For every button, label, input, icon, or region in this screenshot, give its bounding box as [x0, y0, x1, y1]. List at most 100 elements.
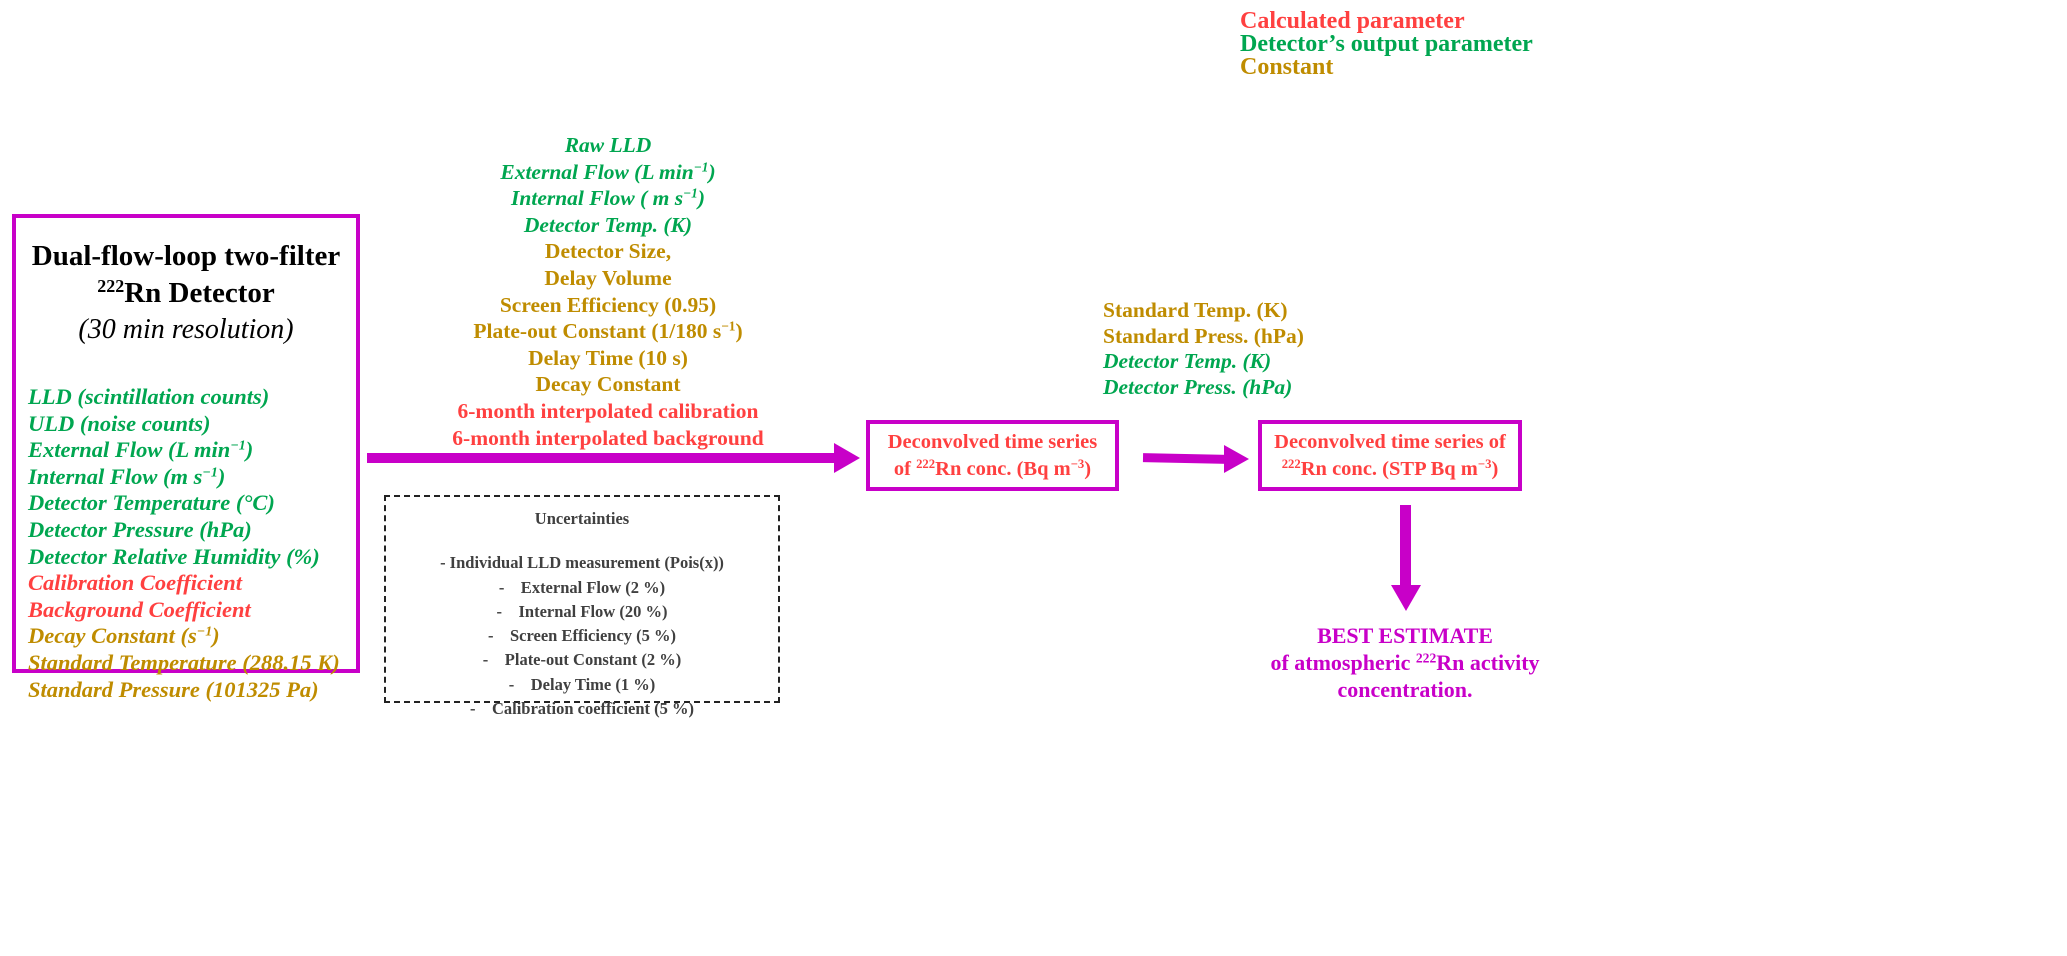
item-text: Decay Constant (s: [28, 623, 197, 649]
list-item: Detector Temp. (K): [420, 212, 796, 239]
unit-sup: −1: [230, 438, 246, 454]
arrow-to-stp: [1142, 453, 1228, 464]
list-item: Delay Volume: [420, 265, 796, 292]
item-text: Background Coefficient: [28, 596, 251, 622]
list-item: Standard Temperature (288.15 K): [28, 650, 356, 677]
list-item: Internal Flow ( m s−1): [420, 185, 796, 212]
isotope-sup: 222: [1281, 457, 1301, 472]
text: ): [1084, 458, 1092, 480]
list-item: Detector Pressure (hPa): [28, 517, 356, 544]
item-text: Calibration Coefficient: [28, 570, 242, 596]
best-estimate-line1: BEST ESTIMATE: [1317, 623, 1493, 648]
item-text: ): [212, 623, 220, 649]
item-text: Standard Temperature (288.15 K): [28, 649, 340, 675]
text: of atmospheric: [1270, 650, 1416, 675]
arrowhead-icon: [834, 443, 860, 473]
detector-parameter-list: LLD (scintillation counts)ULD (noise cou…: [16, 384, 356, 703]
list-item: 6-month interpolated calibration: [420, 398, 796, 425]
item-text: ): [697, 186, 705, 211]
detector-title-line2: 222Rn Detector: [16, 275, 356, 312]
list-item: Standard Press. (hPa): [1103, 324, 1304, 350]
uncertainty-item: - Plate-out Constant (2 %): [482, 650, 682, 670]
item-text: ): [708, 159, 716, 184]
uncertainties-list: - Individual LLD measurement (Pois(x))- …: [386, 551, 778, 721]
unit-sup: −3: [1477, 457, 1492, 472]
item-text: Plate-out Constant (1/180 s: [473, 319, 722, 344]
list-item: Detector Temp. (K): [1103, 349, 1304, 375]
list-item: Calibration Coefficient: [28, 570, 356, 597]
item-text: Detector Pressure (hPa): [28, 516, 252, 542]
list-item: Standard Temp. (K): [1103, 298, 1304, 324]
item-text: Detector Size,: [544, 239, 672, 264]
text: ): [1491, 458, 1499, 480]
list-item: Raw LLD: [420, 132, 796, 159]
text: Rn conc. (Bq m: [935, 458, 1071, 480]
text: of: [893, 458, 917, 480]
list-item: External Flow (L min−1): [28, 437, 356, 464]
legend-calculated: Calculated parameter: [1240, 8, 1465, 34]
item-text: Standard Pressure (101325 Pa): [28, 676, 319, 702]
item-text: Delay Time (10 s): [528, 345, 688, 370]
item-text: Detector Temp. (K): [1103, 349, 1272, 373]
list-item: Delay Time (10 s): [420, 345, 796, 372]
uncertainty-item: - Delay Time (1 %): [508, 674, 656, 694]
stp-box: Deconvolved time series of 222Rn conc. (…: [1258, 420, 1522, 491]
item-text: ULD (noise counts): [28, 410, 211, 436]
unit-sup: −1: [683, 185, 698, 201]
item-text: Raw LLD: [564, 133, 652, 157]
item-text: Detector Relative Humidity (%): [28, 543, 320, 569]
uncertainty-item: - Calibration coefficient (5 %): [469, 699, 695, 719]
list-item: ULD (noise counts): [28, 411, 356, 438]
list-item: Detector Press. (hPa): [1103, 375, 1304, 401]
stp-line2: 222Rn conc. (STP Bq m−3): [1262, 456, 1518, 483]
unit-sup: −1: [693, 159, 709, 175]
item-text: Detector Temperature (°C): [28, 490, 275, 516]
list-item: Plate-out Constant (1/180 s−1): [420, 318, 796, 345]
item-text: Screen Efficiency (0.95): [499, 292, 717, 317]
unit-sup: −1: [721, 318, 736, 334]
item-text: Decay Constant: [535, 372, 681, 397]
uncertainty-item: - External Flow (2 %): [498, 577, 666, 597]
list-item: Decay Constant (s−1): [28, 623, 356, 650]
item-text: 6-month interpolated calibration: [457, 398, 759, 423]
item-text: Internal Flow ( m s: [511, 186, 684, 211]
legend-output: Detector’s output parameter: [1240, 31, 1533, 57]
list-item: Screen Efficiency (0.95): [420, 292, 796, 319]
list-item: Detector Relative Humidity (%): [28, 544, 356, 571]
text: Rn activity: [1436, 650, 1540, 675]
legend: Calculated parameter Detector’s output p…: [1240, 8, 1533, 80]
uncertainties-title: Uncertainties: [534, 509, 630, 528]
detector-title-line1: Dual-flow-loop two-filter: [31, 240, 341, 272]
item-text: Internal Flow (m s: [28, 463, 203, 489]
item-text: LLD (scintillation counts): [28, 384, 270, 409]
list-item: Standard Pressure (101325 Pa): [28, 677, 356, 704]
isotope-sup: 222: [1415, 650, 1437, 666]
arrowhead-icon: [1224, 445, 1249, 473]
detector-title-text: Rn Detector: [124, 277, 275, 309]
arrowhead-icon: [1391, 585, 1421, 611]
arrow-to-best-estimate: [1400, 505, 1411, 587]
item-text: External Flow (L min: [28, 437, 231, 463]
detector-box: Dual-flow-loop two-filter 222Rn Detector…: [12, 214, 360, 702]
deconvolved-box: Deconvolved time series of 222Rn conc. (…: [866, 420, 1119, 491]
legend-constant: Constant: [1240, 54, 1334, 80]
item-text: Delay Volume: [544, 265, 672, 290]
uncertainty-item: - Internal Flow (20 %): [496, 601, 668, 621]
list-item: Detector Temperature (°C): [28, 490, 356, 517]
best-estimate: BEST ESTIMATE of atmospheric 222Rn activ…: [1245, 622, 1565, 703]
item-text: ): [217, 463, 226, 489]
item-text: ): [735, 319, 743, 344]
item-text: Standard Press. (hPa): [1103, 323, 1304, 348]
item-text: 6-month interpolated background: [452, 425, 764, 450]
uncertainty-item: - Screen Efficiency (5 %): [487, 626, 677, 646]
isotope-sup: 222: [97, 276, 125, 297]
unit-sup: −1: [196, 624, 213, 640]
item-text: External Flow (L min: [500, 159, 694, 184]
item-text: Detector Temp. (K): [523, 212, 693, 237]
item-text: ): [245, 437, 254, 463]
stp-inputs: Standard Temp. (K)Standard Press. (hPa)D…: [1103, 298, 1304, 400]
item-text: Standard Temp. (K): [1103, 298, 1288, 322]
list-item: LLD (scintillation counts): [28, 384, 356, 411]
